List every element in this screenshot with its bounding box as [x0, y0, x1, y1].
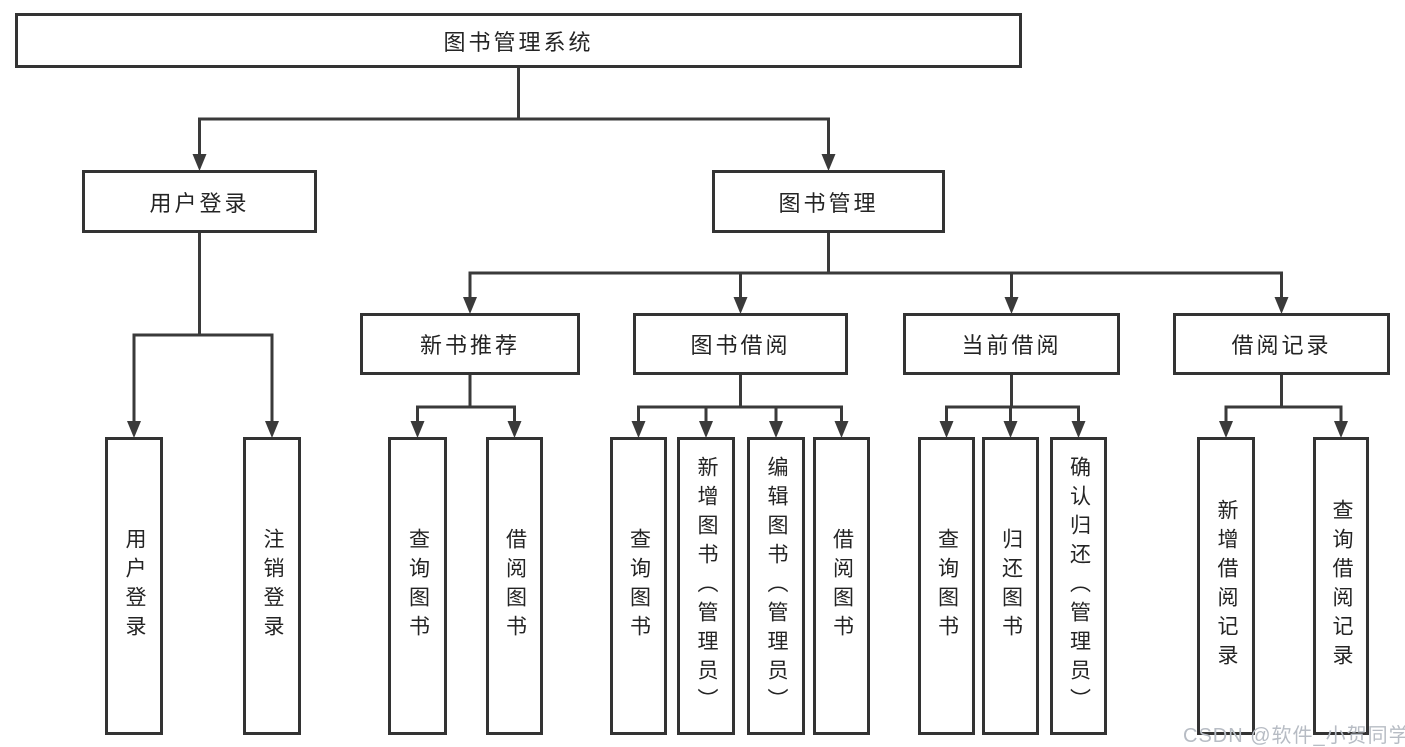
node-d3: 确认归还（管理员）: [1050, 437, 1107, 735]
arrowhead-icon: [192, 154, 207, 171]
node-root: 图书管理系统: [15, 13, 1022, 68]
node-records: 借阅记录: [1173, 313, 1390, 375]
node-borrow: 图书借阅: [633, 313, 848, 375]
node-a2: 注销登录: [243, 437, 301, 735]
node-b1: 查询图书: [388, 437, 447, 735]
arrowhead-icon: [463, 297, 477, 314]
arrowhead-icon: [410, 421, 425, 438]
arrowhead-icon: [939, 421, 954, 438]
arrowhead-icon: [1274, 297, 1289, 314]
node-login: 用户登录: [82, 170, 317, 233]
arrowhead-icon: [699, 421, 713, 438]
arrowhead-icon: [265, 421, 279, 438]
node-c4: 借阅图书: [813, 437, 870, 735]
node-a1: 用户登录: [105, 437, 163, 735]
arrowhead-icon: [127, 421, 141, 438]
arrowhead-icon: [1003, 421, 1018, 438]
node-d2: 归还图书: [982, 437, 1039, 735]
node-mgmt: 图书管理: [712, 170, 945, 233]
arrowhead-icon: [769, 421, 783, 438]
arrowhead-icon: [821, 154, 836, 171]
watermark: CSDN @软件_小贺同学: [1183, 725, 1405, 747]
node-c2: 新增图书（管理员）: [677, 437, 735, 735]
arrowhead-icon: [631, 421, 646, 438]
node-current: 当前借阅: [903, 313, 1120, 375]
node-c3: 编辑图书（管理员）: [747, 437, 805, 735]
arrowhead-icon: [1219, 421, 1233, 438]
node-e1: 新增借阅记录: [1197, 437, 1255, 735]
arrowhead-icon: [733, 297, 748, 314]
arrowhead-icon: [1071, 421, 1086, 438]
node-d1: 查询图书: [918, 437, 975, 735]
node-b2: 借阅图书: [486, 437, 543, 735]
node-rec: 新书推荐: [360, 313, 580, 375]
node-c1: 查询图书: [610, 437, 667, 735]
arrowhead-icon: [834, 421, 849, 438]
arrowhead-icon: [1004, 297, 1019, 314]
arrowhead-icon: [507, 421, 522, 438]
arrowhead-icon: [1334, 421, 1348, 438]
node-e2: 查询借阅记录: [1313, 437, 1369, 735]
